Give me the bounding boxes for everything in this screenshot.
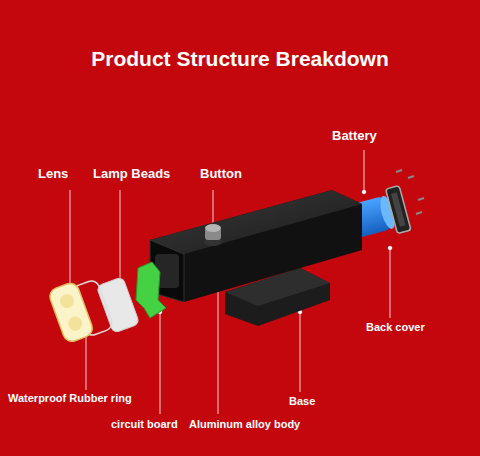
lens-optic bbox=[66, 315, 84, 333]
part-label: Button bbox=[200, 167, 242, 182]
leader-line bbox=[390, 248, 391, 318]
leader-lines bbox=[68, 150, 392, 414]
part-label: Aluminum alloy body bbox=[189, 418, 300, 431]
lamp-beads-group bbox=[96, 277, 139, 334]
leader-line bbox=[120, 190, 121, 292]
aluminum-body bbox=[150, 190, 362, 302]
back-cover bbox=[386, 186, 411, 234]
part-label: Waterproof Rubber ring bbox=[8, 392, 132, 405]
lens-group bbox=[47, 281, 94, 344]
lamp-bead-plate bbox=[96, 277, 139, 334]
part-label: Base bbox=[289, 395, 315, 408]
lens-optic bbox=[58, 292, 76, 310]
screw bbox=[408, 176, 414, 178]
page-title: Product Structure Breakdown bbox=[0, 47, 480, 71]
screw bbox=[418, 198, 424, 200]
leader-line bbox=[86, 330, 87, 390]
back-cover-inner bbox=[391, 192, 406, 226]
leader-line bbox=[300, 312, 301, 392]
part-label: circuit board bbox=[111, 418, 178, 431]
screws bbox=[396, 170, 424, 214]
leader-line bbox=[70, 190, 71, 292]
part-label: Back cover bbox=[366, 321, 425, 334]
part-label: Lens bbox=[38, 167, 68, 182]
button-cap bbox=[205, 224, 221, 232]
leader-line bbox=[160, 312, 161, 414]
part-label: Battery bbox=[332, 129, 377, 144]
leader-dot bbox=[388, 246, 392, 250]
leader-line bbox=[364, 150, 365, 192]
screw bbox=[416, 212, 422, 214]
leader-dot bbox=[362, 190, 366, 194]
body-top bbox=[150, 190, 362, 254]
part-label: Lamp Beads bbox=[93, 167, 170, 182]
circuit-board bbox=[136, 262, 166, 318]
lens bbox=[47, 281, 94, 344]
screw bbox=[396, 170, 402, 172]
leader-line bbox=[213, 190, 214, 226]
